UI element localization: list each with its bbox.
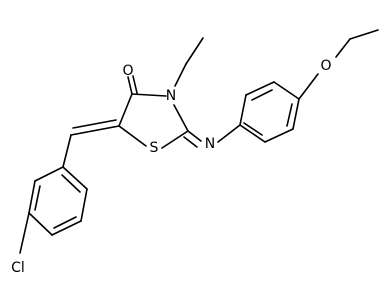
bond-ar-cl [19,212,30,254]
bond-ch2-ch3 [185,37,204,65]
bond-o-ch2 [335,38,351,58]
bond-ar2-1 [239,94,247,126]
bond-ar1-inner-3 [61,174,81,193]
bond-ar1-4 [51,220,82,236]
bond-ar2-4 [292,98,300,130]
bond-c4-o-double [132,75,138,94]
bond-c2-n-imine-double [183,136,198,148]
bond-ch2-ch3-ethoxy [349,29,379,40]
bond-n-ch2 [174,63,187,87]
bond-n-ar2 [217,124,241,143]
atom-n-ring: N [166,88,176,104]
bond-c2-n-imine [187,130,202,142]
bond-ar1-6 [62,166,88,190]
atom-s-ring: S [150,140,159,156]
bond-ar2-2 [245,81,275,96]
atom-labels: O N S N O Cl [11,58,331,276]
atom-cl: Cl [11,260,25,276]
bond-ar2-inner-3 [243,122,263,136]
bond-s1-c5 [118,125,147,147]
atom-o-carbonyl: O [122,63,133,79]
bond-c2-s1 [161,130,189,149]
bond-c4-c5 [118,93,133,127]
bond-c4-o-single [127,76,133,95]
bond-c4-n3 [131,93,167,97]
bond-n3-c2 [173,104,189,132]
bond-ar1-inner-1 [34,185,41,211]
bond-ar2-5 [264,128,294,143]
bond-ar2-inner-2 [286,103,293,127]
bond-c5-ch [70,125,120,136]
bond-ar2-o [298,73,319,100]
bond-ar2-6 [239,124,266,143]
bond-ar1-2 [28,180,36,214]
bond-ar2-3 [273,81,300,100]
bond-ar1-1 [34,166,64,182]
bond-ar1-inner-2 [53,216,77,229]
bond-c5-ch-double [72,119,117,129]
bond-ar1-5 [80,188,88,222]
bond-ar2-inner-1 [251,89,273,101]
bonds [19,29,379,254]
atom-n-imine: N [205,136,215,152]
bond-ch-aryl [62,134,72,168]
atom-o-ethoxy: O [320,58,331,74]
bond-ar1-3 [28,212,53,236]
